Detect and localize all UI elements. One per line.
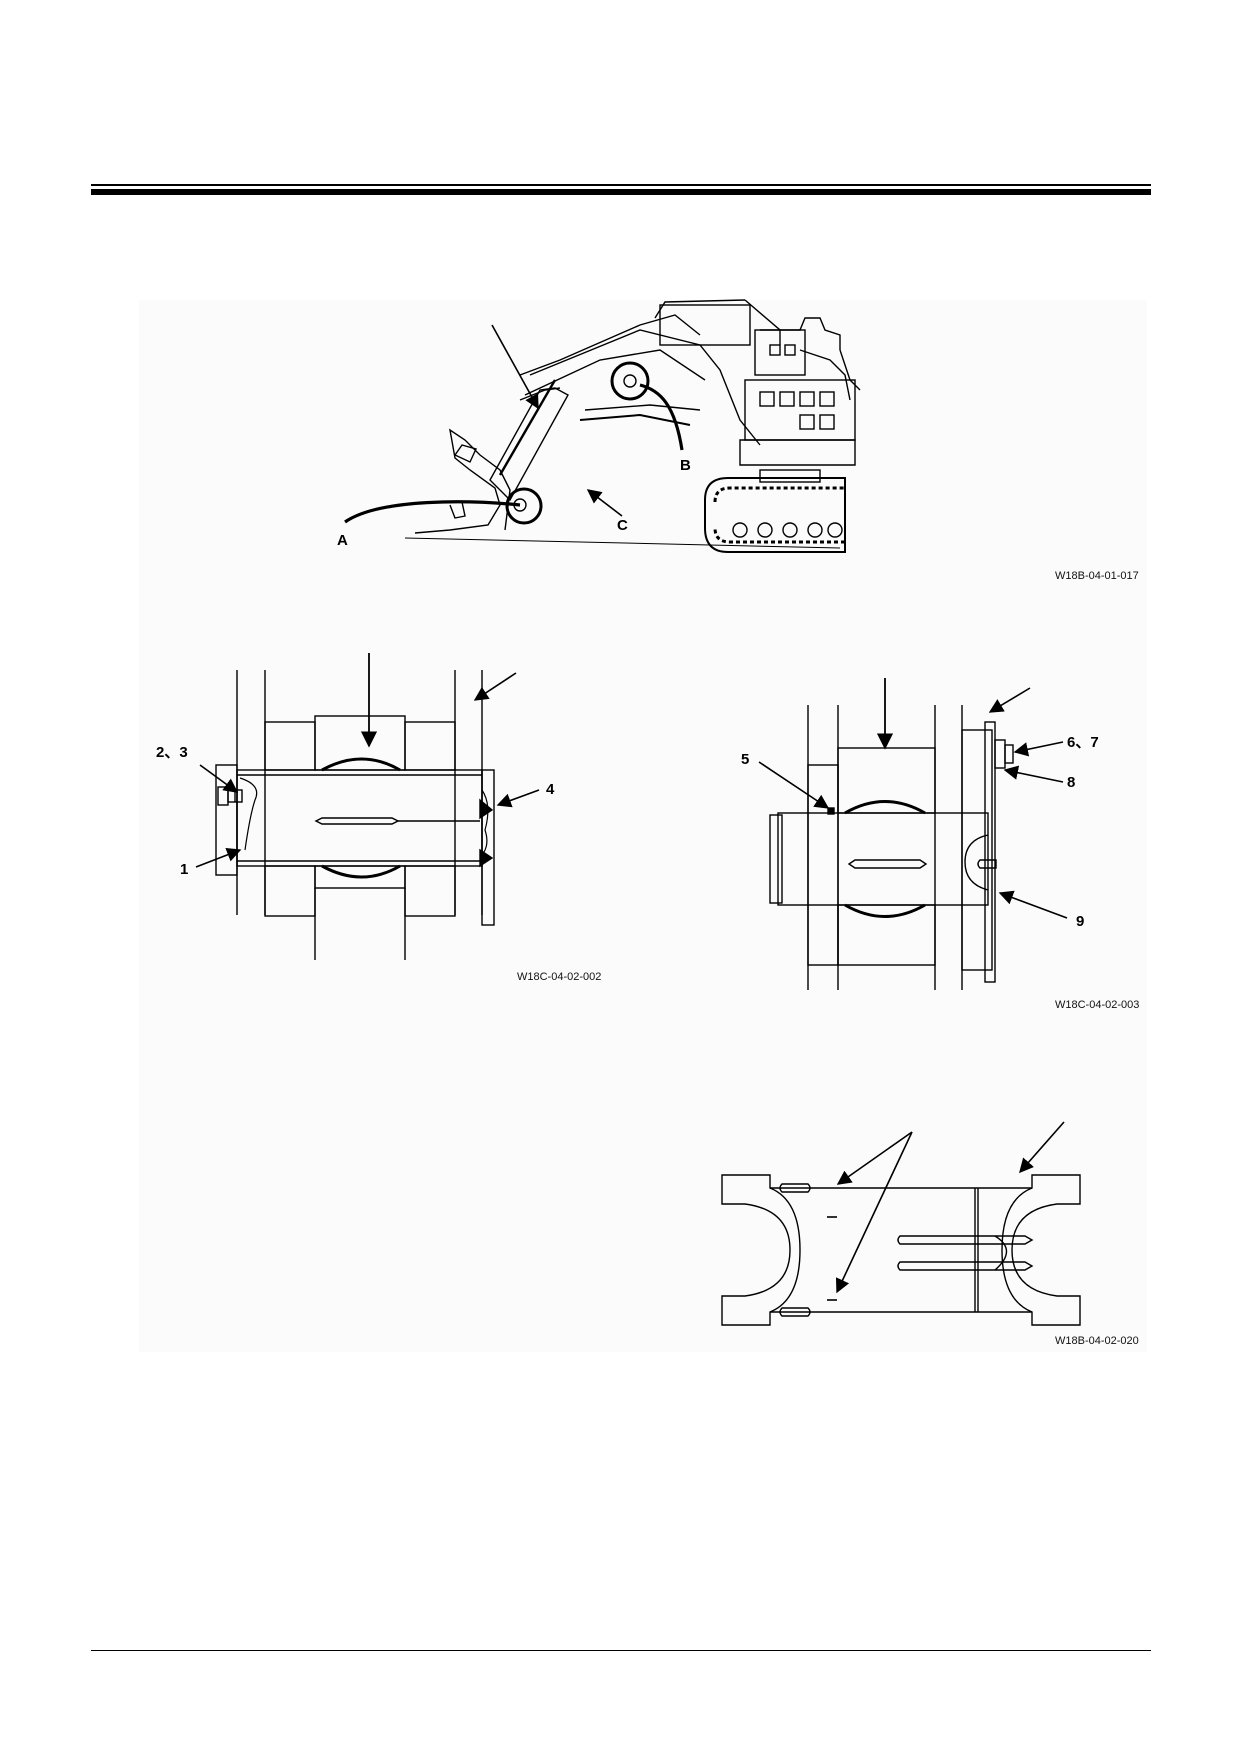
figure1-reference: W18B-04-01-017 [1055, 570, 1139, 582]
figure3-label-8: 8 [1067, 774, 1075, 791]
figure3-label-6-7: 6、7 [1067, 734, 1099, 751]
figure3-arrow-5 [758, 761, 830, 809]
pin-detail-left [215, 670, 495, 960]
figure3-label-9: 9 [1076, 913, 1084, 930]
figure2-arrow-housing [473, 672, 517, 701]
figure3-arrow-8 [1003, 765, 1064, 783]
figure2-arrow-1 [195, 847, 242, 868]
figure-panel [139, 300, 1147, 1352]
figure4-arrow-link [1019, 1121, 1065, 1174]
link-top-view [721, 1174, 1081, 1326]
figure3-arrow-6-7 [1013, 741, 1064, 757]
figure3-arrow-housing [988, 687, 1031, 713]
excavator-illustration [344, 299, 861, 553]
figure1-label-a: A [337, 532, 348, 549]
pin-detail-right [769, 705, 1014, 990]
figure2-reference: W18C-04-02-002 [517, 971, 601, 983]
footer-rule [91, 1650, 1151, 1651]
figure2-arrow-2-3 [199, 764, 239, 793]
header-rule [91, 184, 1151, 195]
figure4-reference: W18B-04-02-020 [1055, 1335, 1139, 1347]
figure2-arrow-4 [496, 789, 540, 808]
figure1-label-c: C [617, 517, 628, 534]
figure1-arrow-boom [491, 324, 539, 410]
figure1-arrow-c [586, 489, 623, 517]
figure3-reference: W18C-04-02-003 [1055, 999, 1139, 1011]
figure2-label-1: 1 [180, 861, 188, 878]
figure3-arrow-9 [998, 890, 1068, 919]
figure4-arrow-lower-mark [835, 1131, 913, 1294]
figure3-label-5: 5 [741, 751, 749, 768]
figure4-arrow-upper-mark [836, 1131, 913, 1185]
figure2-label-2-3: 2、3 [156, 744, 188, 761]
figure2-label-4: 4 [546, 781, 555, 798]
figure1-label-b: B [680, 457, 691, 474]
